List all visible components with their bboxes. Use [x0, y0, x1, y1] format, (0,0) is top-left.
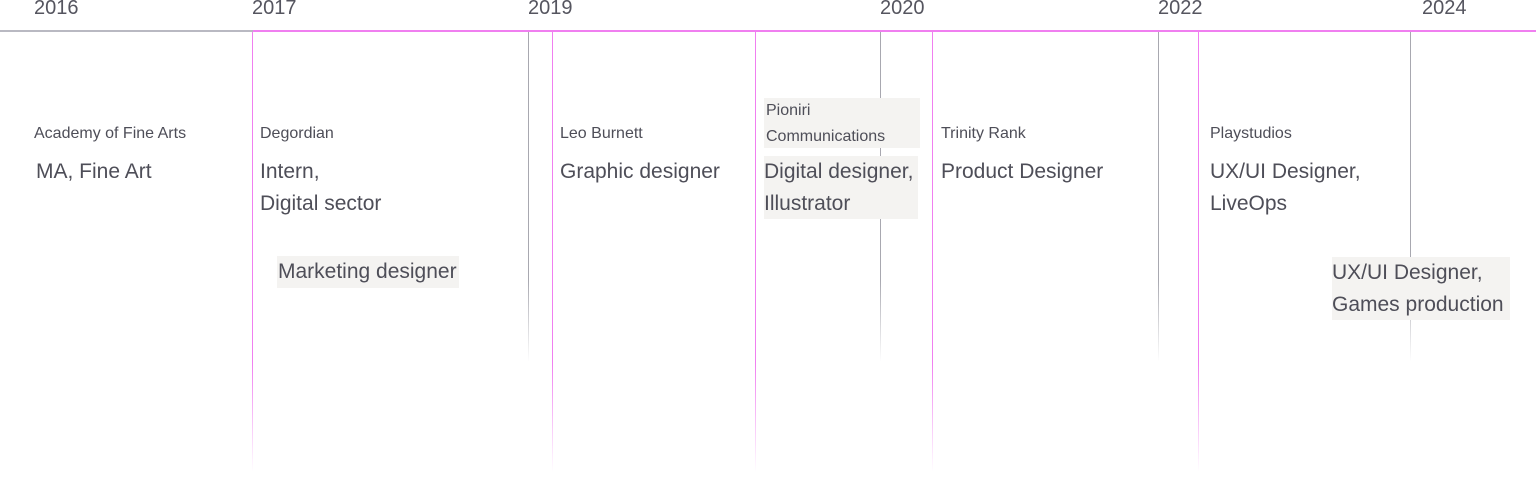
- role-title-highlighted: Marketing designer: [277, 256, 459, 288]
- timeline-axis-past: [0, 30, 253, 32]
- year-label: 2019: [528, 0, 573, 19]
- role-title: Intern, Digital sector: [260, 156, 381, 220]
- company-line: Pioniri: [766, 102, 811, 119]
- role-title-highlighted: UX/UI Designer, Games production: [1332, 257, 1510, 320]
- job-start-line: [755, 32, 756, 472]
- role-title-highlighted: Digital designer, Illustrator: [764, 156, 918, 219]
- job-start-line: [552, 32, 553, 472]
- company-name: Leo Burnett: [560, 125, 643, 142]
- role-title: Graphic designer: [560, 160, 720, 183]
- job-start-line: [932, 32, 933, 472]
- role-title: MA, Fine Art: [36, 160, 152, 183]
- company-name: Trinity Rank: [941, 125, 1026, 142]
- role-line: Games production: [1332, 293, 1504, 316]
- role-line: Illustrator: [764, 192, 851, 215]
- role-title: Product Designer: [941, 160, 1104, 183]
- job-start-line: [1198, 32, 1199, 472]
- role-line: LiveOps: [1210, 192, 1288, 215]
- year-label: 2022: [1158, 0, 1203, 19]
- role-line: UX/UI Designer,: [1332, 261, 1483, 284]
- role-line: Digital designer,: [764, 160, 914, 183]
- company-name: Degordian: [260, 125, 334, 142]
- company-name-highlighted: Pioniri Communications: [764, 98, 920, 148]
- year-label: 2017: [252, 0, 297, 19]
- year-label: 2020: [880, 0, 925, 19]
- role-line: Digital sector: [260, 192, 382, 215]
- year-tick: [528, 32, 529, 362]
- role-line: UX/UI Designer,: [1210, 160, 1361, 183]
- role-line: Intern,: [260, 160, 320, 183]
- company-name: Playstudios: [1210, 125, 1292, 142]
- role-title: UX/UI Designer, LiveOps: [1210, 156, 1361, 220]
- year-tick: [1410, 32, 1411, 362]
- company-name: Academy of Fine Arts: [34, 125, 187, 142]
- company-line: Communications: [766, 128, 886, 145]
- year-tick: [1158, 32, 1159, 362]
- year-label: 2024: [1422, 0, 1467, 19]
- timeline-axis-career: [253, 30, 1536, 32]
- year-label: 2016: [34, 0, 79, 19]
- job-start-line: [252, 32, 253, 472]
